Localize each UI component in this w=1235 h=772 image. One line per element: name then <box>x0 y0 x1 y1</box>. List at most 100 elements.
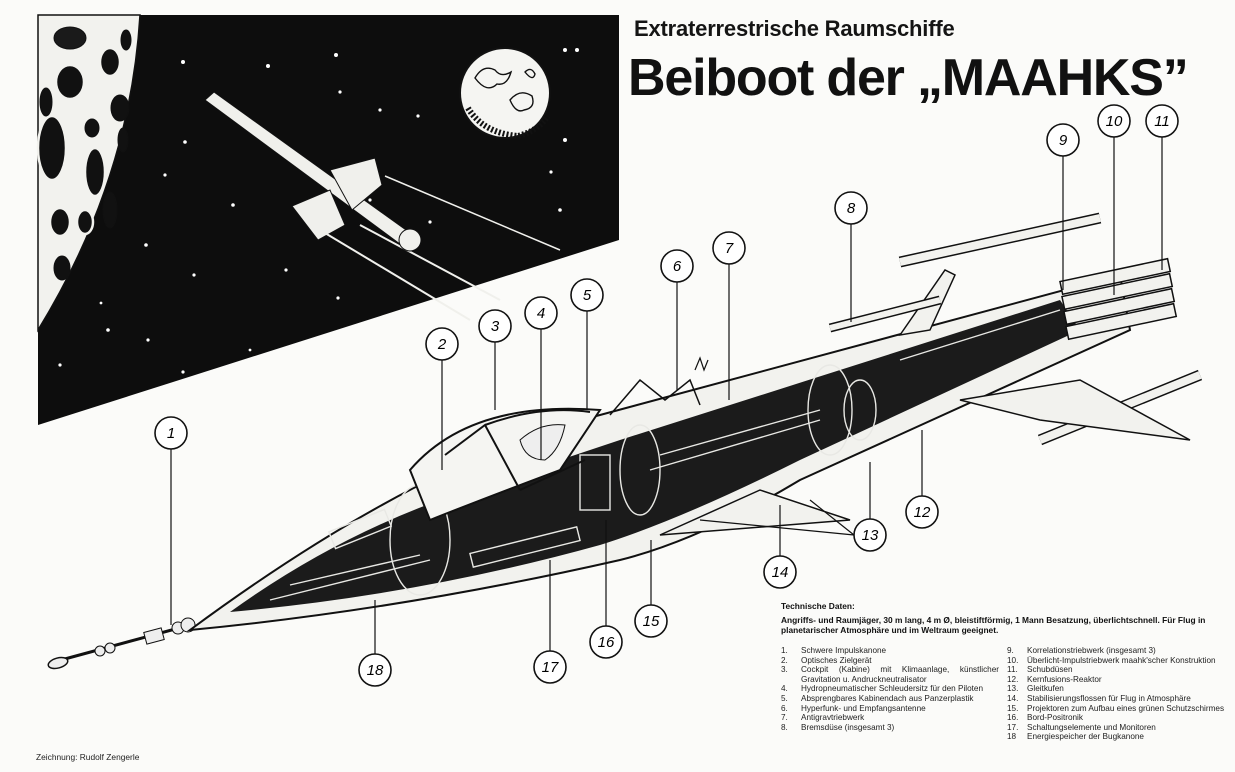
callout-7: 7 <box>712 231 746 265</box>
legend-item-number: 7. <box>781 713 788 723</box>
legend-item-label: Stabilisierungsflossen für Flug in Atmos… <box>1027 693 1191 703</box>
legend-item-label: Optisches Zielgerät <box>801 655 872 665</box>
legend-item-label: Schubdüsen <box>1027 665 1073 675</box>
callout-13: 13 <box>853 518 887 552</box>
callout-11: 11 <box>1145 104 1179 138</box>
legend-item-label: Korrelationstriebwerk (insgesamt 3) <box>1027 646 1156 655</box>
technical-data-heading: Technische Daten: <box>781 601 855 611</box>
page-subtitle: Extraterrestrische Raumschiffe <box>634 16 955 41</box>
page-title: Beiboot der „MAAHKS” <box>628 49 1189 107</box>
legend-item-number: 16. <box>1007 713 1019 723</box>
legend-item: 9. Korrelationstriebwerk (insgesamt 3) <box>1007 646 1231 656</box>
legend-item-number: 17. <box>1007 722 1019 732</box>
illustration-credit: Zeichnung: Rudolf Zengerle <box>36 752 140 762</box>
callout-16: 16 <box>589 625 623 659</box>
legend-item-label: Bremsdüse (insgesamt 3) <box>801 722 895 732</box>
callout-1: 1 <box>154 416 188 450</box>
legend-item: 12. Kernfusions-Reaktor <box>1007 675 1231 685</box>
svg-text:15: 15 <box>643 613 660 630</box>
callout-lines <box>170 137 1163 654</box>
planet <box>459 47 551 140</box>
legend-item-number: 18 <box>1007 732 1017 742</box>
legend-item-label: Hydropneumatischer Schleudersitz für den… <box>801 684 984 694</box>
legend-item-number: 4. <box>781 684 788 694</box>
legend-item: 14. Stabilisierungsflossen für Flug in At… <box>1007 694 1231 704</box>
legend-item-label: Schaltungselemente und Monitoren <box>1027 722 1156 732</box>
legend-item: 2. Optisches Zielgerät <box>781 656 999 666</box>
technical-data: Technische Daten: Angriffs- und Raumjäge… <box>781 601 1231 635</box>
legend-item: 8. Bremsdüse (insgesamt 3) <box>781 723 999 733</box>
svg-text:8: 8 <box>847 200 856 217</box>
legend-item: 4. Hydropneumatischer Schleudersitz für d… <box>781 684 999 694</box>
callout-2: 2 <box>425 327 459 361</box>
legend-item: 16. Bord-Positronik <box>1007 713 1231 723</box>
svg-text:9: 9 <box>1059 132 1068 149</box>
legend-item-number: 2. <box>781 655 788 665</box>
distant-ship <box>204 91 561 321</box>
legend-item-label: Kernfusions-Reaktor <box>1027 674 1102 684</box>
legend-item-number: 6. <box>781 703 788 713</box>
legend-item: 5. Absprengbares Kabinendach aus Panzerpl… <box>781 694 999 704</box>
callout-5: 5 <box>570 278 604 312</box>
legend-item-number: 9. <box>1007 646 1014 655</box>
legend-item-label: Projektoren zum Aufbau eines grünen Schu… <box>1027 703 1225 713</box>
legend-item-number: 8. <box>781 722 788 732</box>
callout-18: 18 <box>358 653 392 687</box>
callout-17: 17 <box>533 650 567 684</box>
legend-item: 11. Schubdüsen <box>1007 665 1231 675</box>
legend-item-label: Schwere Impulskanone <box>801 646 887 655</box>
svg-text:11: 11 <box>1154 113 1170 130</box>
legend-item-number: 14. <box>1007 693 1019 703</box>
svg-text:13: 13 <box>862 527 879 544</box>
legend-item: 15. Projektoren zum Aufbau eines grünen S… <box>1007 704 1231 714</box>
svg-text:18: 18 <box>367 662 384 679</box>
moon <box>36 14 141 333</box>
legend-item: 7. Antigravtriebwerk <box>781 713 999 723</box>
legend-item-label: Antigravtriebwerk <box>801 713 865 723</box>
legend-item: 18 Energiespeicher der Bugkanone <box>1007 732 1231 742</box>
legend-item-label: Energiespeicher der Bugkanone <box>1027 732 1144 742</box>
legend-item: 6. Hyperfunk- und Empfangsantenne <box>781 704 999 714</box>
legend-item-number: 5. <box>781 693 788 703</box>
callout-3: 3 <box>478 309 512 343</box>
legend-item-label: Gleitkufen <box>1027 684 1064 694</box>
svg-text:3: 3 <box>491 318 500 335</box>
legend-item-label: Hyperfunk- und Empfangsantenne <box>801 703 926 713</box>
legend-item-number: 1. <box>781 646 788 655</box>
legend-column-2: 9.Korrelationstriebwerk (insgesamt 3)10.… <box>1007 646 1231 742</box>
legend-item-label: Cockpit (Kabine) mit Klimaanlage, künstl… <box>801 665 999 684</box>
svg-text:1: 1 <box>167 425 175 442</box>
svg-text:5: 5 <box>583 287 592 304</box>
svg-text:16: 16 <box>598 634 615 651</box>
callout-10: 10 <box>1097 104 1131 138</box>
legend-item-number: 12. <box>1007 674 1019 684</box>
legend-item: 3. Cockpit (Kabine) mit Klimaanlage, küns… <box>781 665 999 684</box>
callout-12: 12 <box>905 495 939 529</box>
legend-item-label: Überlicht-Impulstriebwerk maahk'scher Ko… <box>1027 655 1216 665</box>
svg-text:2: 2 <box>437 336 447 353</box>
main-ship <box>47 212 1203 670</box>
svg-text:14: 14 <box>772 564 789 581</box>
callout-8: 8 <box>834 191 868 225</box>
svg-text:4: 4 <box>537 305 545 322</box>
callout-6: 6 <box>660 249 694 283</box>
legend-item-number: 10. <box>1007 655 1019 665</box>
technical-data-description: Angriffs- und Raumjäger, 30 m lang, 4 m … <box>781 615 1206 635</box>
stars <box>58 48 579 374</box>
legend-item: 13.Gleitkufen <box>1007 684 1231 694</box>
svg-text:6: 6 <box>673 258 682 275</box>
legend-item: 10. Überlicht-Impulstriebwerk maahk'scher… <box>1007 656 1231 666</box>
legend-item-number: 15. <box>1007 703 1019 713</box>
callout-4: 4 <box>524 296 558 330</box>
callout-9: 9 <box>1046 123 1080 157</box>
legend-item-label: Bord-Positronik <box>1027 713 1083 723</box>
svg-text:7: 7 <box>725 240 734 257</box>
legend-item-number: 11. <box>1007 665 1018 675</box>
legend-item: 1. Schwere Impulskanone <box>781 646 999 656</box>
callout-14: 14 <box>763 555 797 589</box>
legend-item-label: Absprengbares Kabinendach aus Panzerplas… <box>801 693 974 703</box>
legend-column-1: 1. Schwere Impulskanone 2. Optisches Zielge… <box>781 646 999 732</box>
svg-text:12: 12 <box>914 504 931 521</box>
legend-item-number: 3. <box>781 665 788 675</box>
